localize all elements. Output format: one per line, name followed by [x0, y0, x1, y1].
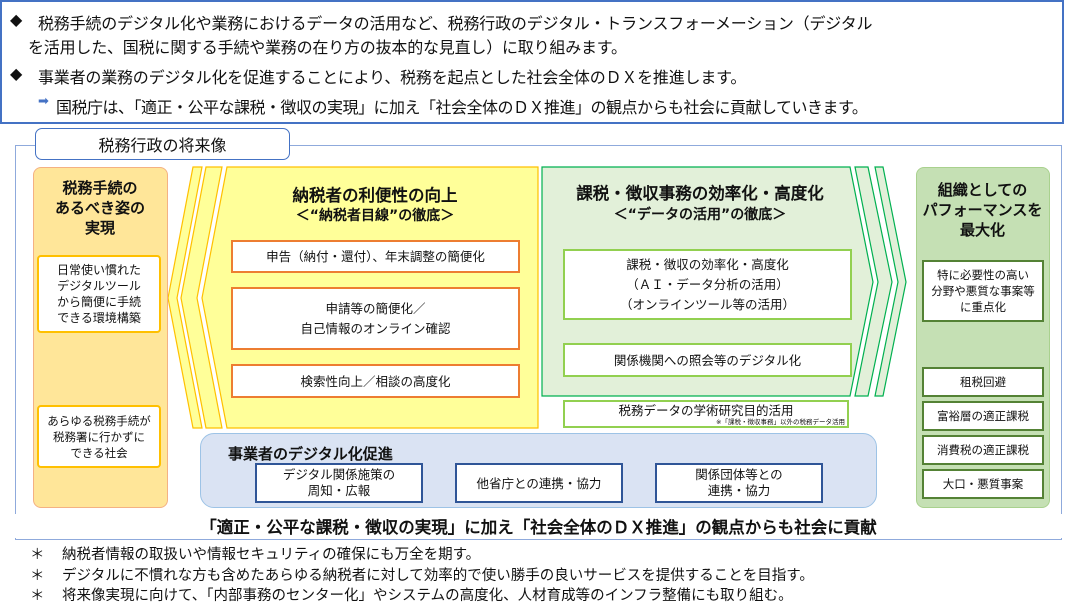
note: デジタルに不慣れな方も含めたあらゆる納税者に対して効率的で使い勝手の良いサービス… — [62, 568, 814, 584]
arrow-right-icon: ➡ — [38, 94, 49, 109]
org-item: 租税回避 — [922, 367, 1044, 397]
org-item: 大口・悪質事案 — [922, 469, 1044, 499]
research-box: 税務データの学術研究目的活用 ※「課税・徴収事務」以外の税務データ活用 — [563, 400, 849, 428]
text: 他省庁との連携・協力 — [476, 475, 602, 491]
text: 検索性向上／相談の高度化 — [300, 373, 451, 389]
bullet: ◆ — [10, 10, 23, 29]
text: 日常使い慣れた — [56, 263, 141, 277]
org-title: 最大化 — [959, 221, 1005, 239]
conclusion: 「適正・公平な課税・徴収の実現」に加え「社会全体のＤＸ推進」の観点からも社会に貢… — [15, 514, 1062, 538]
left-title: 税務手続の — [62, 179, 138, 197]
org-focus-box: 特に必要性の高い分野や悪質な事案等に重点化 — [922, 260, 1044, 322]
efficiency-title: 課税・徴収事務の効率化・高度化 — [576, 184, 824, 203]
yellow-strip — [180, 166, 223, 429]
business-item: 他省庁との連携・協力 — [455, 463, 623, 503]
text: デジタルツール — [57, 279, 141, 293]
note-mark: ＊ — [30, 568, 45, 584]
text: 富裕層の適正課税 — [937, 408, 1029, 423]
business-item: デジタル関係施策の周知・広報 — [255, 463, 423, 503]
text: 関係団体等との — [695, 467, 783, 482]
green-strip — [874, 166, 907, 397]
intro-line-1b: を活用した、国税に関する手続や業務の在り方の抜本的な見直し）に取り組みます。 — [28, 38, 627, 57]
org-item: 消費税の適正課税 — [922, 435, 1044, 465]
taxpayer-item: 申告（納付・還付）、年末調整の簡便化 — [231, 240, 520, 273]
text: 周知・広報 — [307, 483, 371, 498]
text: 連携・協力 — [707, 483, 771, 498]
note: 納税者情報の取扱いや情報セキュリティの確保にも万全を期す。 — [62, 547, 481, 563]
diagram-frame — [15, 145, 1062, 540]
intro-line-2: 事業者の業務のデジタル化を促進することにより、税務を起点とした社会全体のＤＸを推… — [38, 68, 747, 87]
text: 申請等の簡便化／ — [325, 300, 426, 316]
text: 関係機関への照会等のデジタル化 — [613, 352, 802, 368]
taxpayer-title: 納税者の利便性の向上 — [292, 186, 458, 205]
left-title: 実現 — [84, 219, 115, 237]
efficiency-item: 課税・徴収の効率化・高度化 （ＡＩ・データ分析の活用） （オンラインツール等の活用） — [563, 249, 852, 320]
text: できる環境構築 — [57, 311, 141, 325]
efficiency-item: 関係機関への照会等のデジタル化 — [563, 343, 852, 377]
efficiency-subtitle: ＜“データの活用”の徹底＞ — [613, 207, 787, 223]
taxpayer-item: 申請等の簡便化／ 自己情報のオンライン確認 — [231, 287, 520, 350]
text: 自己情報のオンライン確認 — [300, 320, 451, 336]
left-box-1: 日常使い慣れたデジタルツールから簡便に手続できる環境構築 — [37, 255, 161, 333]
text: （オンラインツール等の活用） — [619, 296, 795, 312]
bullet: ◆ — [10, 64, 23, 83]
text: できる社会 — [70, 445, 128, 460]
text: 税務署に行かずに — [53, 429, 145, 444]
org-title: 組織としての — [937, 181, 1028, 199]
research-text: 税務データの学術研究目的活用 — [618, 403, 794, 418]
diagram-title: 税務行政の将来像 — [98, 136, 227, 155]
text: デジタル関係施策の — [282, 467, 396, 482]
green-strip — [854, 166, 893, 397]
text: 大口・悪質事案 — [942, 476, 1024, 491]
note-mark: ＊ — [30, 547, 45, 563]
text: に重点化 — [960, 300, 1006, 314]
org-item: 富裕層の適正課税 — [922, 401, 1044, 431]
intro-line-3: 国税庁は、「適正・公平な課税・徴収の実現」に加え「社会全体のＤＸ推進」の観点から… — [56, 98, 868, 117]
intro-line-1: 税務手続のデジタル化や業務におけるデータの活用など、税務行政のデジタル・トランス… — [38, 14, 873, 33]
left-title: あるべき姿の — [54, 199, 145, 217]
text: 租税回避 — [960, 374, 1006, 389]
text: 特に必要性の高い — [937, 268, 1029, 282]
note: 将来像実現に向けて、「内部事務のセンター化」やシステムの高度化、人材育成等のイン… — [62, 588, 793, 604]
intro-box: ◆ 税務手続のデジタル化や業務におけるデータの活用など、税務行政のデジタル・トラ… — [0, 0, 1064, 124]
taxpayer-item: 検索性向上／相談の高度化 — [231, 364, 520, 398]
yellow-strip — [167, 166, 203, 429]
research-note: ※「課税・徴収事務」以外の税務データ活用 — [716, 418, 845, 426]
text: （ＡＩ・データ分析の活用） — [626, 276, 789, 292]
note-mark: ＊ — [30, 588, 45, 604]
business-title: 事業者のデジタル化促進 — [228, 445, 393, 463]
diagram-title-tab: 税務行政の将来像 — [35, 128, 290, 160]
left-box-2: あらゆる税務手続が税務署に行かずにできる社会 — [37, 405, 161, 468]
business-item: 関係団体等との連携・協力 — [655, 463, 823, 503]
text: 消費税の適正課税 — [937, 442, 1029, 457]
text: 申告（納付・還付）、年末調整の簡便化 — [266, 249, 485, 264]
text: あらゆる税務手続が — [47, 413, 151, 428]
text: 分野や悪質な事案等 — [931, 284, 1035, 298]
text: から簡便に手続 — [56, 295, 141, 309]
org-title: パフォーマンスを — [922, 201, 1043, 219]
taxpayer-subtitle: ＜“納税者目線”の徹底＞ — [295, 208, 455, 224]
text: 課税・徴収の効率化・高度化 — [626, 256, 789, 272]
